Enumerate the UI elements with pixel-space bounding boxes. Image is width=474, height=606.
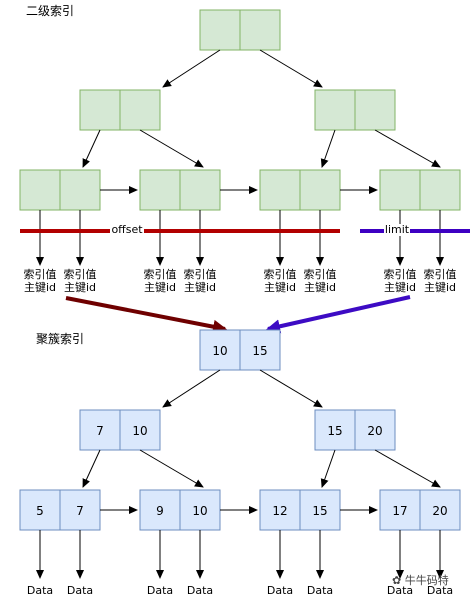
clustered-leaf-4-cell-1 xyxy=(379,489,421,531)
clustered-root-key: 10 xyxy=(212,344,227,358)
clustered-leaf-key: 9 xyxy=(156,504,164,518)
secondary-index-title: 二级索引 xyxy=(26,4,74,18)
leaf-label-line2: 主键id xyxy=(184,280,216,294)
leaf-label-line1: 索引值 xyxy=(384,267,417,281)
data-labels: Data Data Data Data Data Data Data Data xyxy=(27,584,453,597)
clustered-internal-key: 7 xyxy=(96,424,104,438)
wechat-icon: ✿ xyxy=(392,574,402,587)
leaf-label-line1: 索引值 xyxy=(144,267,177,281)
leaf-label-line1: 索引值 xyxy=(24,267,57,281)
data-label: Data xyxy=(147,584,173,597)
leaf-label-line1: 索引值 xyxy=(264,267,297,281)
leaf-label-line2: 主键id xyxy=(424,280,456,294)
data-label: Data xyxy=(187,584,213,597)
data-label: Data xyxy=(267,584,293,597)
leaf-label-line1: 索引值 xyxy=(304,267,337,281)
limit-label: limit xyxy=(385,223,410,236)
clustered-leaf-key: 17 xyxy=(392,504,407,518)
secondary-leaf-labels: 索引值 主键id 索引值 主键id 索引值 主键id 索引值 主键id 索引值 … xyxy=(24,267,457,294)
clustered-leaf-key: 20 xyxy=(432,504,447,518)
clustered-internal-left-cell-2 xyxy=(119,409,161,451)
offset-label: offset xyxy=(111,223,143,236)
leaf-label-line2: 主键id xyxy=(384,280,416,294)
clustered-internal-key: 15 xyxy=(327,424,342,438)
secondary-leaf-4-cell-1 xyxy=(379,169,421,211)
clustered-leaf-key: 5 xyxy=(36,504,44,518)
watermark-text: 牛牛码特 xyxy=(404,574,449,587)
data-label: Data xyxy=(67,584,93,597)
leaf-label-line1: 索引值 xyxy=(184,267,217,281)
leaf-label-line1: 索引值 xyxy=(424,267,457,281)
offset-lookup-arrow xyxy=(65,296,227,334)
secondary-root-cell-right xyxy=(239,9,281,51)
clustered-root-cell-left xyxy=(199,329,241,371)
secondary-root-cell-left xyxy=(199,9,241,51)
clustered-leaf-key: 15 xyxy=(312,504,327,518)
clustered-leaf-key: 12 xyxy=(272,504,287,518)
secondary-leaf-1-cell-1 xyxy=(19,169,61,211)
clustered-root-cell-right xyxy=(239,329,281,371)
clustered-leaf-key: 7 xyxy=(76,504,84,518)
data-label: Data xyxy=(307,584,333,597)
data-label: Data xyxy=(27,584,53,597)
data-label: Data xyxy=(387,584,413,597)
secondary-leaf-3-cell-1 xyxy=(259,169,301,211)
limit-label-bg xyxy=(384,224,410,236)
clustered-internal-key: 10 xyxy=(132,424,147,438)
secondary-tree-edges xyxy=(36,49,444,266)
clustered-leaf-2-cell-1 xyxy=(139,489,181,531)
clustered-leaf-key: 10 xyxy=(192,504,207,518)
limit-lookup-arrow xyxy=(266,295,411,334)
secondary-leaf-2-cell-2 xyxy=(179,169,221,211)
secondary-internal-right-cell-1 xyxy=(314,89,356,131)
clustered-leaf-1-cell-1 xyxy=(19,489,61,531)
clustered-leaf-3-cell-2 xyxy=(299,489,341,531)
clustered-leaf-3-cell-1 xyxy=(259,489,301,531)
leaf-label-line1: 索引值 xyxy=(64,267,97,281)
leaf-label-line2: 主键id xyxy=(304,280,336,294)
clustered-internal-right-cell-2 xyxy=(354,409,396,451)
secondary-leaf-2-cell-1 xyxy=(139,169,181,211)
clustered-root-key: 15 xyxy=(252,344,267,358)
leaf-label-line2: 主键id xyxy=(24,280,56,294)
clustered-internal-left-cell-1 xyxy=(79,409,121,451)
leaf-label-line2: 主键id xyxy=(264,280,296,294)
offset-label-bg xyxy=(110,224,144,236)
data-label: Data xyxy=(427,584,453,597)
secondary-internal-right-cell-2 xyxy=(354,89,396,131)
clustered-leaf-4-cell-2 xyxy=(419,489,461,531)
clustered-index-title: 聚簇索引 xyxy=(36,331,84,346)
leaf-label-line2: 主键id xyxy=(144,280,176,294)
clustered-internal-right-cell-1 xyxy=(314,409,356,451)
secondary-internal-left-cell-2 xyxy=(119,89,161,131)
clustered-tree-edges xyxy=(36,369,444,579)
clustered-internal-key: 20 xyxy=(367,424,382,438)
leaf-label-line2: 主键id xyxy=(64,280,96,294)
secondary-leaf-3-cell-2 xyxy=(299,169,341,211)
secondary-leaf-4-cell-2 xyxy=(419,169,461,211)
watermark: ✿ 牛牛码特 xyxy=(392,572,449,588)
secondary-leaf-1-cell-2 xyxy=(59,169,101,211)
secondary-internal-left-cell-1 xyxy=(79,89,121,131)
